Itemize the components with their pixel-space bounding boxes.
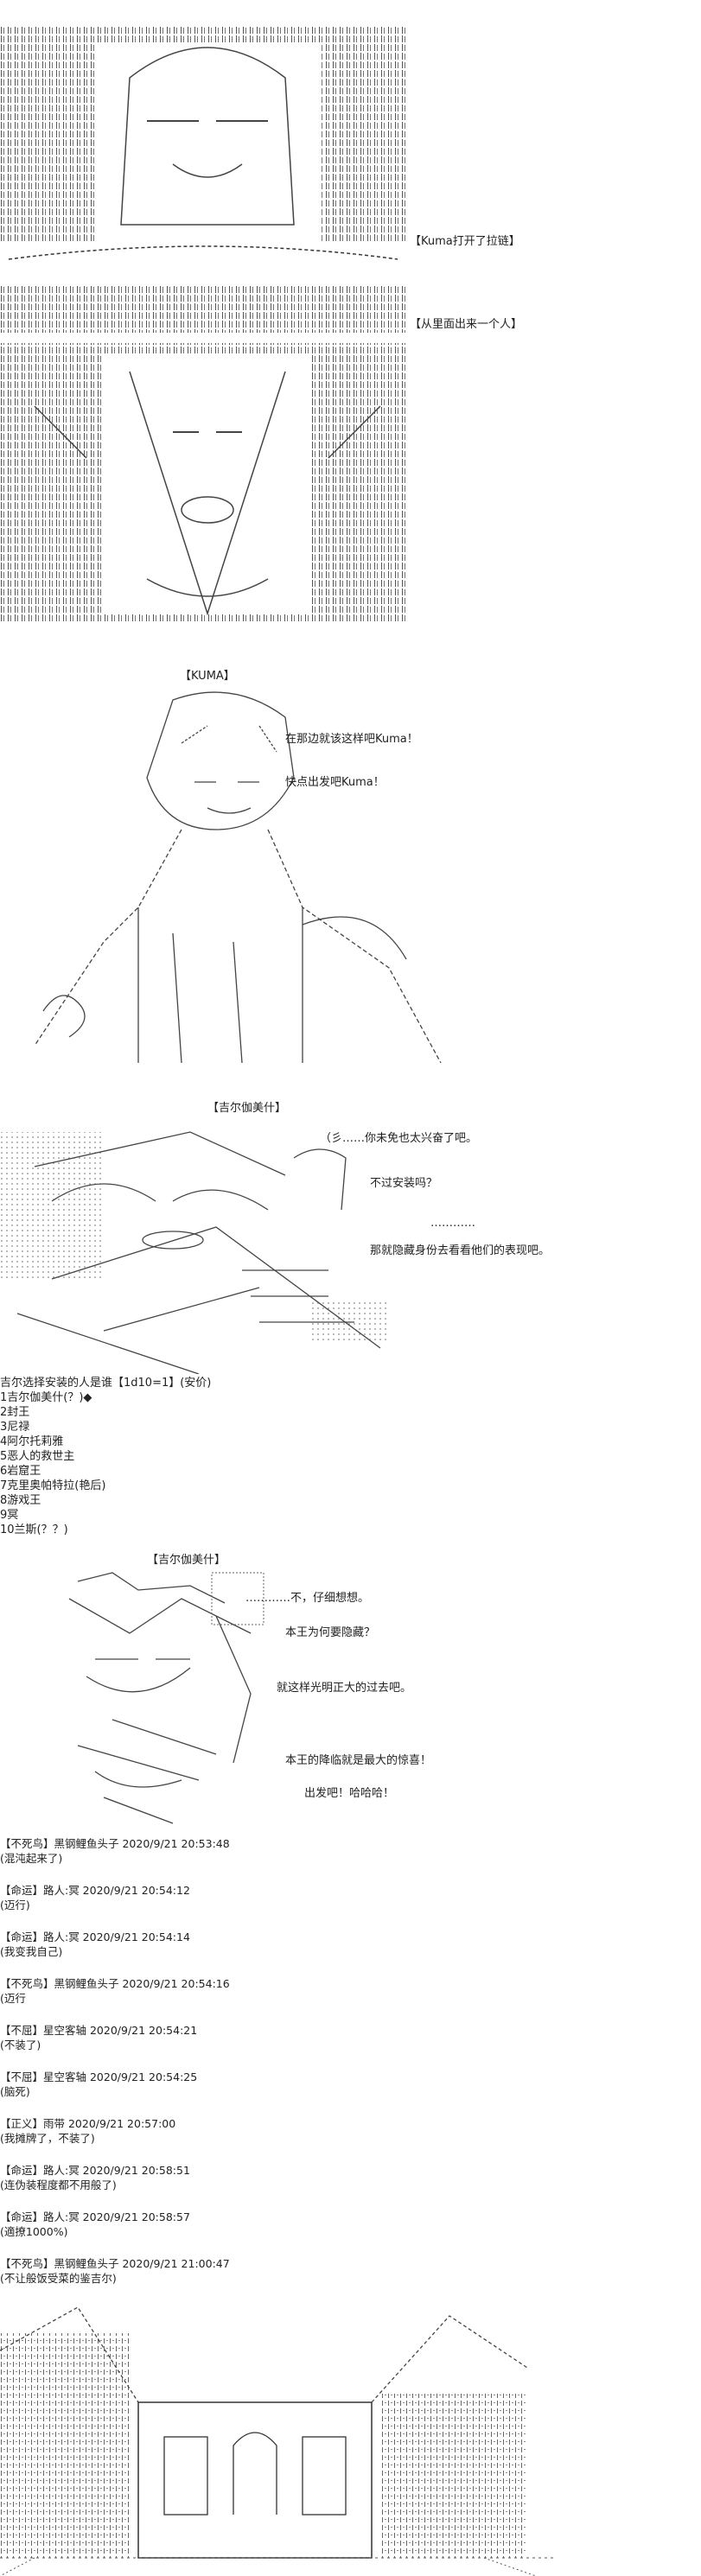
comment-text: (我摊牌了，不装了) [0,2132,95,2145]
gilgamesh-line-1: （彡……你未免也太兴奋了吧。 [320,1132,478,1145]
gilgamesh-decision-line-2: 本王为何要隐藏？ [285,1626,376,1639]
roll-option: 5恶人的救世主 [0,1450,75,1463]
comment-entry: 【正义】雨带 2020/9/21 20:57:00 (我摊牌了，不装了) [0,2116,484,2146]
roll-option: 7克里奥帕特拉(艳后) [0,1479,106,1492]
roll-option: 4阿尔托莉雅 [0,1435,64,1448]
ascii-art-gilgamesh-scene [0,1115,432,1374]
roll-option: 6岩窟王 [0,1465,41,1478]
comment-entry: 【命运】路人:冥 2020/9/21 20:58:51 (连伪装程度都不用般了) [0,2163,484,2192]
kuma-line-2: 快点出发吧Kuma！ [285,776,385,789]
roll-option: 8游戏王 [0,1494,41,1507]
comment-text: (混沌起来了) [0,1852,63,1865]
dice-roll-list: 吉尔选择安装的人是谁【1d10=1】(安价) 1吉尔伽美什(？)◆ 2封王 3尼… [0,1376,211,1537]
roll-option: 1吉尔伽美什(？)◆ [0,1391,92,1404]
ascii-art-building [0,2299,553,2576]
dice-roll-title: 吉尔选择安装的人是谁【1d10=1】(安价) [0,1377,212,1390]
ascii-art-gilgamesh-decides [26,1564,320,1832]
comment-entry: 【不屈】星空客轴 2020/9/21 20:54:25 (脑死) [0,2070,484,2099]
comment-entry: 【不屈】星空客轴 2020/9/21 20:54:21 (不装了) [0,2023,484,2052]
comment-entry: 【命运】路人:冥 2020/9/21 20:58:57 (適撩1000%) [0,2210,484,2239]
comment-header: 【正义】雨带 2020/9/21 20:57:00 [0,2117,176,2130]
comment-text: (不让般饭受菜的鉴吉尔) [0,2272,117,2285]
comment-header: 【不死鸟】黑钢鲤鱼头子 2020/9/21 21:00:47 [0,2257,230,2270]
comment-header: 【命运】路人:冥 2020/9/21 20:58:51 [0,2164,190,2177]
comment-text: (连伪装程度都不用般了) [0,2178,117,2191]
caption-person-comes-out: 【从里面出来一个人】 [410,318,523,331]
gilgamesh-decision-line-5: 出发吧！哈哈哈！ [304,1787,395,1800]
roll-option: 9冥 [0,1509,19,1522]
comment-text: (我变我自己) [0,1945,63,1958]
speaker-label-kuma: 【KUMA】 [180,670,235,683]
comment-text: (適撩1000%) [0,2225,68,2238]
gilgamesh-decision-line-4: 本王的降临就是最大的惊喜！ [285,1754,432,1767]
comment-header: 【命运】路人:冥 2020/9/21 20:54:14 [0,1930,190,1943]
comment-header: 【不死鸟】黑钢鲤鱼头子 2020/9/21 20:54:16 [0,1977,230,1990]
kuma-line-1: 在那边就该这样吧Kuma！ [285,733,418,746]
comment-text: (不装了) [0,2039,41,2051]
gilgamesh-ellipsis: ………… [430,1217,475,1230]
speaker-label-gilgamesh: 【吉尔伽美什】 [207,1102,287,1115]
comment-entry: 【不死鸟】黑钢鲤鱼头子 2020/9/21 21:00:47 (不让般饭受菜的鉴… [0,2256,484,2286]
comment-text: (脑死) [0,2085,30,2098]
comment-log: 【不死鸟】黑钢鲤鱼头子 2020/9/21 20:53:48 (混沌起来了) 【… [0,1836,484,2303]
gilgamesh-decision-line-3: 就这样光明正大的过去吧。 [277,1682,412,1695]
roll-option: 3尼禄 [0,1421,30,1434]
comment-text: (迈行 [0,1992,26,2005]
comment-header: 【命运】路人:冥 2020/9/21 20:58:57 [0,2210,190,2223]
ascii-art-kuma-figure [9,683,458,1089]
roll-option: 2封王 [0,1406,30,1419]
comment-text: (迈行) [0,1899,30,1911]
comment-header: 【不死鸟】黑钢鲤鱼头子 2020/9/21 20:53:48 [0,1837,230,1850]
roll-option: 10兰斯(？？) [0,1523,68,1536]
gilgamesh-line-2: 不过安装吗？ [370,1177,438,1190]
gilgamesh-decision-line-1: …………不，仔细想想。 [245,1592,370,1605]
gilgamesh-line-3: 那就隐藏身份去看看他们的表现吧。 [370,1244,551,1257]
comment-entry: 【命运】路人:冥 2020/9/21 20:54:12 (迈行) [0,1883,484,1912]
comment-entry: 【不死鸟】黑钢鲤鱼头子 2020/9/21 20:54:16 (迈行 [0,1976,484,2006]
comment-entry: 【命运】路人:冥 2020/9/21 20:54:14 (我变我自己) [0,1930,484,1959]
ascii-art-kuma-zipper [0,26,415,622]
comment-header: 【不屈】星空客轴 2020/9/21 20:54:25 [0,2070,198,2083]
comment-header: 【命运】路人:冥 2020/9/21 20:54:12 [0,1884,190,1897]
caption-kuma-opens-zipper: 【Kuma打开了拉链】 [410,235,520,248]
comment-entry: 【不死鸟】黑钢鲤鱼头子 2020/9/21 20:53:48 (混沌起来了) [0,1836,484,1866]
speaker-label-gilgamesh-2: 【吉尔伽美什】 [147,1554,226,1567]
comment-header: 【不屈】星空客轴 2020/9/21 20:54:21 [0,2024,198,2037]
